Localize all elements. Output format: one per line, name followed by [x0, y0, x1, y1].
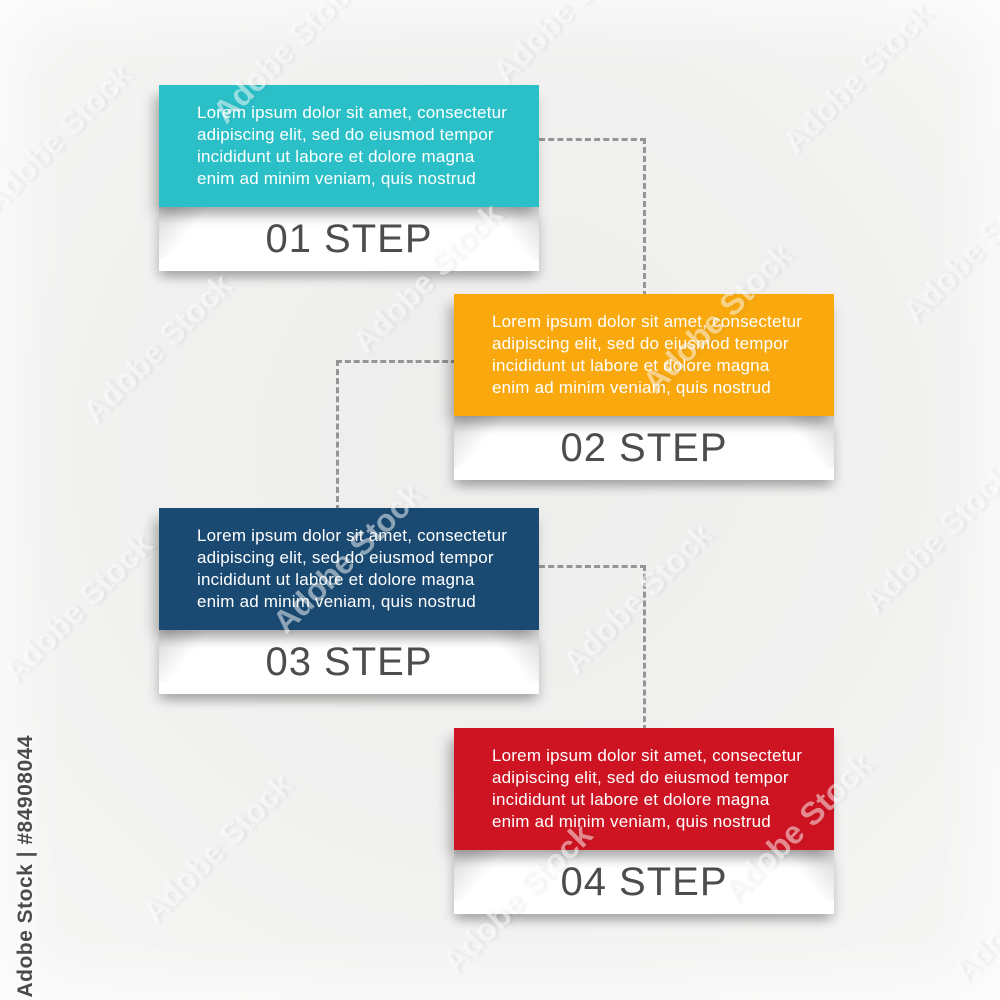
step-block-02: Lorem ipsum dolor sit amet, consectetur …	[454, 294, 834, 480]
step-block-03: Lorem ipsum dolor sit amet, consectetur …	[159, 508, 539, 694]
step-03-label: 03 STEP	[265, 639, 433, 684]
adobe-stock-ghost-watermark: Adobe Stock	[775, 0, 940, 161]
connector-step1-step2	[539, 138, 646, 297]
adobe-stock-ghost-watermark: Adobe Stock	[485, 0, 650, 91]
adobe-stock-ghost-watermark: Adobe Stock	[855, 456, 1000, 621]
step-04-panel: Lorem ipsum dolor sit amet, consectetur …	[454, 728, 834, 850]
step-01-panel: Lorem ipsum dolor sit amet, consectetur …	[159, 85, 539, 207]
adobe-stock-ghost-watermark: Adobe Stock	[0, 526, 160, 691]
step-01-label: 01 STEP	[265, 216, 433, 261]
step-03-panel: Lorem ipsum dolor sit amet, consectetur …	[159, 508, 539, 630]
adobe-stock-ghost-watermark: Adobe Stock	[0, 56, 140, 221]
step-02-label-strip: 02 STEP	[454, 416, 834, 480]
connector-step2-step3	[336, 360, 457, 511]
step-04-label: 04 STEP	[560, 859, 728, 904]
step-01-label-strip: 01 STEP	[159, 207, 539, 271]
step-02-body-text: Lorem ipsum dolor sit amet, consectetur …	[492, 311, 803, 398]
stock-watermark-label: Adobe Stock | #84908044	[14, 735, 37, 998]
step-block-01: Lorem ipsum dolor sit amet, consectetur …	[159, 85, 539, 271]
adobe-stock-ghost-watermark: Adobe Stock	[945, 826, 1000, 991]
step-01-body-text: Lorem ipsum dolor sit amet, consectetur …	[197, 102, 508, 189]
adobe-stock-ghost-watermark: Adobe Stock	[75, 266, 240, 431]
step-02-label: 02 STEP	[560, 425, 728, 470]
connector-step3-step4	[539, 565, 646, 731]
adobe-stock-ghost-watermark: Adobe Stock	[895, 166, 1000, 331]
step-03-label-strip: 03 STEP	[159, 630, 539, 694]
step-02-panel: Lorem ipsum dolor sit amet, consectetur …	[454, 294, 834, 416]
step-04-body-text: Lorem ipsum dolor sit amet, consectetur …	[492, 745, 803, 832]
step-04-label-strip: 04 STEP	[454, 850, 834, 914]
step-03-body-text: Lorem ipsum dolor sit amet, consectetur …	[197, 525, 508, 612]
step-block-04: Lorem ipsum dolor sit amet, consectetur …	[454, 728, 834, 914]
adobe-stock-ghost-watermark: Adobe Stock	[135, 766, 300, 931]
